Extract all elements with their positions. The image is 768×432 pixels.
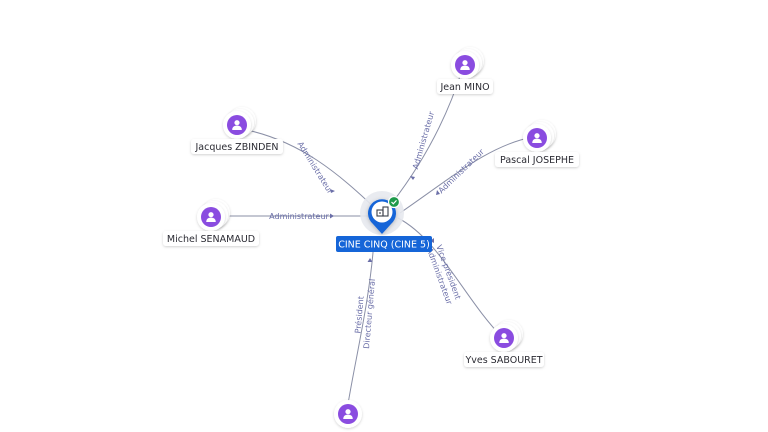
person-icon bbox=[232, 120, 242, 130]
edge-bottom-person[interactable]: Président Directeur général bbox=[346, 239, 377, 411]
person-icon bbox=[460, 60, 470, 70]
person-name: Michel SENAMAUD bbox=[167, 234, 255, 245]
building-icon bbox=[376, 206, 389, 217]
edge-michel-senamaud[interactable]: Administrateur bbox=[212, 212, 370, 221]
person-name: Jacques ZBINDEN bbox=[194, 142, 278, 153]
person-node-pascal-josephe[interactable]: Pascal JOSEPHE bbox=[495, 120, 579, 167]
person-icon bbox=[532, 133, 542, 143]
person-nodes: Jean MINO Jacques ZBINDEN Pascal JOSEPHE bbox=[163, 47, 579, 428]
edge-line bbox=[399, 136, 534, 214]
arrow-marker bbox=[330, 213, 334, 219]
company-name: CINE CINQ (CINE 5) bbox=[338, 240, 430, 251]
check-icon bbox=[387, 195, 401, 209]
company-node[interactable]: CINE CINQ (CINE 5) bbox=[336, 191, 432, 252]
person-icon bbox=[343, 409, 353, 419]
edge-label-role: Administrateur bbox=[269, 212, 329, 221]
arrow-marker bbox=[436, 190, 440, 195]
person-icon bbox=[206, 212, 216, 222]
person-icon bbox=[499, 333, 509, 343]
person-node-jean-mino[interactable]: Jean MINO bbox=[437, 47, 493, 94]
arrow-marker bbox=[367, 258, 373, 262]
person-node-yves-sabouret[interactable]: Yves SABOURET bbox=[464, 320, 544, 367]
edge-label-role: Administrateur bbox=[437, 147, 487, 195]
person-name: Pascal JOSEPHE bbox=[500, 155, 574, 166]
edge-label-role: Président bbox=[352, 296, 365, 334]
person-name: Jean MINO bbox=[439, 82, 489, 93]
person-node-jacques-zbinden[interactable]: Jacques ZBINDEN bbox=[191, 107, 283, 154]
person-node-bottom[interactable] bbox=[334, 400, 362, 428]
edge-label-role: Administrateur bbox=[296, 140, 336, 196]
person-node-michel-senamaud[interactable]: Michel SENAMAUD bbox=[163, 199, 259, 246]
edge-line bbox=[397, 217, 504, 339]
company-label-bg bbox=[336, 236, 432, 252]
edge-line bbox=[241, 128, 377, 210]
arrow-marker bbox=[330, 189, 335, 193]
person-name: Yves SABOURET bbox=[464, 355, 542, 366]
arrow-marker bbox=[410, 176, 415, 180]
